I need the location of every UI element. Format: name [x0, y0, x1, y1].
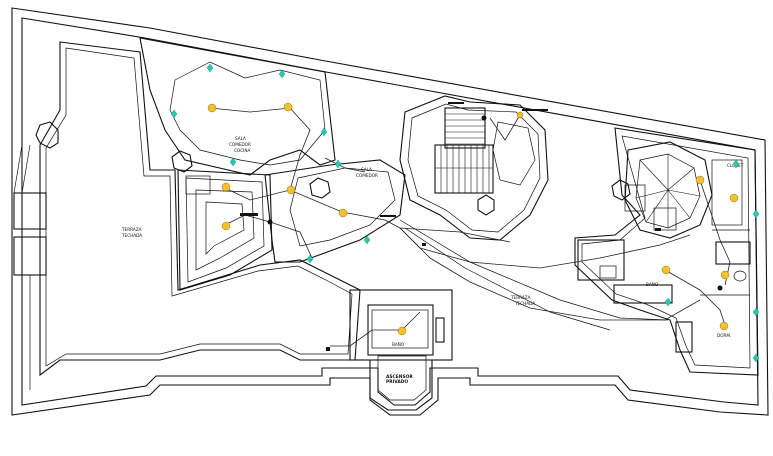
- room-b-label-2: COMEDOR: [356, 173, 378, 178]
- terrace-west-label-2: TECHADA: [121, 233, 142, 238]
- light-fixture-icon: [516, 111, 524, 119]
- light-fixture-icon: [338, 208, 348, 218]
- stair-treads: [435, 113, 493, 193]
- switch-marker-icon: [278, 69, 286, 79]
- east-block: CLOSET BAÑO DORM.: [574, 127, 759, 376]
- switch-marker-icon: [664, 297, 672, 307]
- switch-marker-icon: [229, 157, 237, 167]
- light-fixture-icon: [221, 182, 231, 192]
- switch-marker-icon: [306, 254, 314, 264]
- room-b-label-1: SALA: [361, 167, 372, 172]
- light-fixture-icon: [720, 270, 730, 280]
- wiring: [209, 107, 731, 347]
- device-ticks: [240, 102, 723, 351]
- switch-marker-icon: [752, 209, 760, 219]
- switch-marker-icon: [170, 109, 178, 119]
- light-fixtures: [207, 102, 739, 336]
- switch-marker-icon: [320, 127, 328, 137]
- stair-block-label: BAÑO: [392, 342, 405, 347]
- mid-terrace: TERRAZA TECHADA: [399, 219, 669, 331]
- spiral-treads: [635, 154, 701, 228]
- light-fixture-icon: [221, 221, 231, 231]
- switch-marker-icon: [363, 235, 371, 245]
- light-fixture-icon: [397, 326, 407, 336]
- switch-marker-icon: [206, 63, 214, 73]
- light-fixture-icon: [207, 103, 217, 113]
- living-room-b: SALA COMEDOR: [264, 159, 406, 263]
- living-room-a: SALA COMEDOR COCINA: [139, 37, 336, 291]
- terrace-mid-label-1: TERRAZA: [510, 295, 531, 300]
- elevator-label-2: PRIVADO: [386, 379, 408, 385]
- switch-marker-icon: [334, 159, 342, 169]
- south-block: BAÑO ASCENSOR PRIVADO: [349, 289, 453, 411]
- east-room-label: DORM.: [717, 333, 731, 338]
- light-fixture-icon: [695, 175, 705, 185]
- light-fixture-icon: [719, 321, 729, 331]
- terrace-mid-label-2: TECHADA: [514, 301, 535, 306]
- central-stair: [399, 95, 549, 241]
- room-a-label-1: SALA: [235, 136, 246, 141]
- light-fixture-icon: [283, 102, 293, 112]
- elevator-label-1: ASCENSOR: [386, 374, 413, 380]
- light-fixture-icon: [286, 185, 296, 195]
- switch-markers: [170, 63, 760, 363]
- terrace-west-label-1: TERRAZA: [121, 227, 142, 232]
- east-bath-label: BAÑO: [646, 282, 659, 287]
- switch-marker-icon: [752, 353, 760, 363]
- switch-marker-icon: [732, 159, 740, 169]
- light-fixture-icon: [661, 265, 671, 275]
- switch-marker-icon: [752, 307, 760, 317]
- light-fixture-icon: [729, 193, 739, 203]
- room-a-label-2: COMEDOR: [229, 142, 251, 147]
- room-a-label-3: COCINA: [234, 148, 251, 153]
